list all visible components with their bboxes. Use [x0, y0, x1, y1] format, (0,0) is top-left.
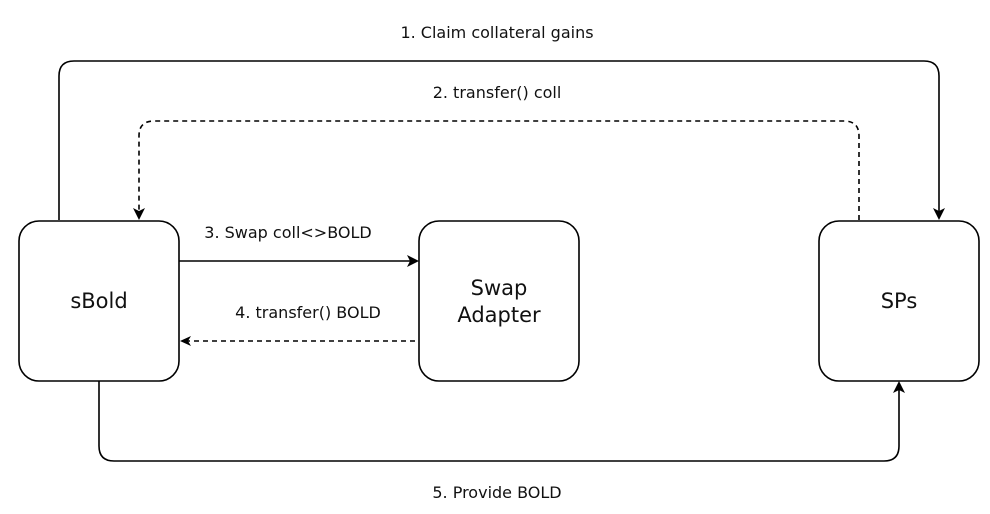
- node-sbold-box: [18, 220, 180, 382]
- edge-label-provide: 5. Provide BOLD: [432, 483, 561, 502]
- edge-transfer-coll: [133, 120, 860, 220]
- edge-provide-bold: [98, 381, 905, 462]
- node-sps-box: [818, 220, 980, 382]
- node-sps: SPs: [818, 220, 980, 382]
- edge-label-claim: 1. Claim collateral gains: [400, 23, 593, 42]
- edge-label-transfer-bold: 4. transfer() BOLD: [235, 303, 381, 322]
- edge-label-swap: 3. Swap coll<>BOLD: [204, 223, 371, 242]
- node-swap-adapter: Swap Adapter: [418, 220, 580, 382]
- edge-label-transfer-coll: 2. transfer() coll: [433, 83, 562, 102]
- node-swap-adapter-label-line1: Swap: [471, 276, 528, 300]
- edge-claim-collateral: [58, 60, 945, 220]
- node-swap-adapter-box: [418, 220, 580, 382]
- node-sbold: sBold: [18, 220, 180, 382]
- node-sbold-label: sBold: [70, 289, 127, 313]
- node-sps-label: SPs: [881, 289, 918, 313]
- node-swap-adapter-label-line2: Adapter: [457, 303, 541, 327]
